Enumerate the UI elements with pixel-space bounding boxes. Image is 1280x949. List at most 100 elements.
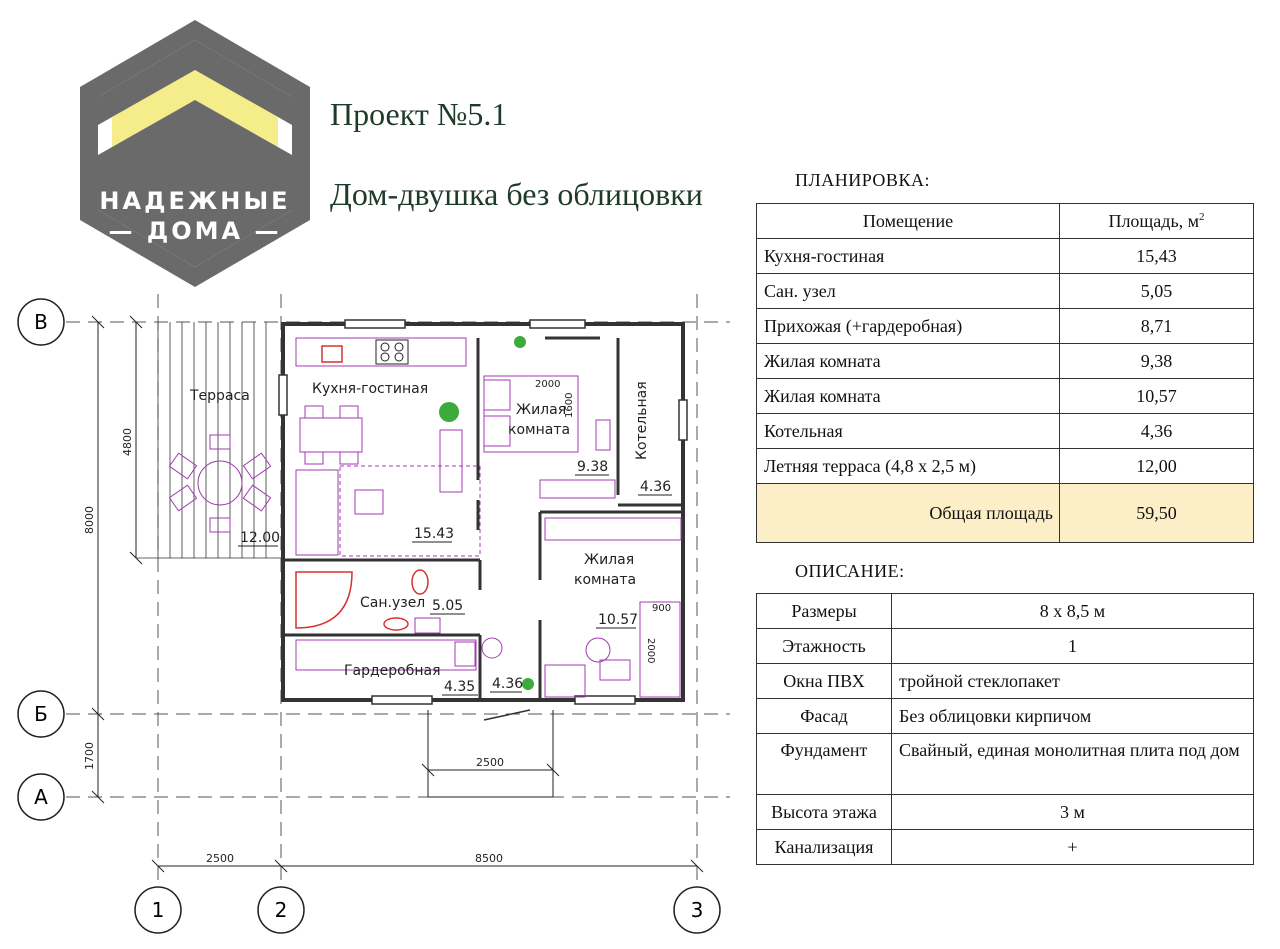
bed2-width: 900 (652, 603, 671, 614)
terrace-decking (136, 322, 281, 559)
room-bedroom2-label-1: Жилая (584, 552, 634, 568)
room-terrace-label: Терраса (189, 388, 250, 404)
plant-icon (439, 336, 534, 690)
table-row: Канализация+ (756, 829, 1254, 865)
brand-line2: — ДОМА — (108, 217, 282, 245)
dimension-lines (91, 315, 704, 873)
room-terrace-area: 12.00 (240, 530, 280, 546)
brand-line2-text: ДОМА (146, 217, 244, 245)
project-title: Проект №5.1 (330, 96, 508, 132)
sanitary (295, 345, 429, 631)
room-name: Кухня-гостиная (756, 238, 1060, 274)
room-area: 15,43 (1059, 238, 1254, 274)
room-bedroom1-label-1: Жилая (516, 402, 566, 418)
axis-label-1: 1 (152, 898, 165, 922)
total-value: 59,50 (1059, 483, 1254, 543)
room-bathroom-label: Сан.узел (360, 595, 425, 611)
room-name: Жилая комната (756, 343, 1060, 379)
bed2-length: 2000 (645, 638, 656, 663)
spec-value: Без облицовки кирпичом (891, 698, 1254, 734)
spec-key: Фундамент (756, 733, 892, 795)
room-area: 4,36 (1059, 413, 1254, 449)
room-area: 9,38 (1059, 343, 1254, 379)
header-room: Помещение (756, 203, 1060, 239)
table-row: Прихожая (+гардеробная)8,71 (756, 308, 1254, 344)
room-boiler-area: 4.36 (640, 479, 671, 495)
spec-value: 1 (891, 628, 1254, 664)
spec-key: Высота этажа (756, 794, 892, 830)
dim-4800: 4800 (121, 428, 134, 456)
spec-value: тройной стеклопакет (891, 663, 1254, 699)
header-area: Площадь, м2 (1059, 203, 1254, 239)
room-name: Жилая комната (756, 378, 1060, 414)
spec-key: Окна ПВХ (756, 663, 892, 699)
entrance-door-icon (483, 709, 531, 721)
layout-section-title: ПЛАНИРОВКА: (795, 170, 930, 190)
floor-plan: В Б А 1 2 3 4800 8000 1700 2500 8500 250… (17, 294, 730, 934)
bed1-length: 1600 (564, 393, 575, 418)
dim-8500: 8500 (475, 852, 503, 865)
room-boiler-label: Котельная (634, 381, 650, 460)
room-kitchen-area: 15.43 (414, 526, 454, 542)
spec-value: 8 х 8,5 м (891, 593, 1254, 629)
room-bedroom1-label-2: комната (508, 422, 570, 438)
project-subtitle: Дом-двушка без облицовки (330, 176, 703, 212)
axis-label-3: 3 (691, 898, 704, 922)
spec-value: + (891, 829, 1254, 865)
room-name: Прихожая (+гардеробная) (756, 308, 1060, 344)
interior-walls (283, 336, 683, 700)
spec-value: Свайный, единая монолитная плита под дом (891, 733, 1254, 795)
axis-label-b: Б (34, 702, 48, 726)
brand-line1: НАДЕЖНЫЕ (99, 187, 291, 215)
spec-value: 3 м (891, 794, 1254, 830)
header-area-label: Площадь, м (1108, 210, 1200, 231)
brand-logo: НАДЕЖНЫЕ — ДОМА — (70, 15, 320, 295)
spec-key: Канализация (756, 829, 892, 865)
hexagon-logo-icon (80, 20, 310, 287)
room-kitchen-label: Кухня-гостиная (312, 381, 428, 397)
room-labels: Терраса 12.00 Кухня-гостиная 15.43 Жилая… (189, 379, 671, 695)
table-row: Летняя терраса (4,8 х 2,5 м)12,00 (756, 448, 1254, 484)
area-underlines (238, 474, 672, 696)
description-section-title: ОПИСАНИЕ: (795, 561, 905, 581)
room-hall-area: 4.36 (492, 676, 523, 692)
dim-8000: 8000 (83, 506, 96, 534)
room-area: 5,05 (1059, 273, 1254, 309)
room-wardrobe-area: 4.35 (444, 679, 475, 695)
room-bathroom-area: 5.05 (432, 598, 463, 614)
axis-label-a: А (34, 785, 48, 809)
header-area-sup: 2 (1199, 210, 1205, 223)
room-bedroom2-area: 10.57 (598, 612, 638, 628)
axis-label-2: 2 (275, 898, 288, 922)
room-area: 10,57 (1059, 378, 1254, 414)
dimension-labels: 4800 8000 1700 2500 8500 2500 (83, 428, 504, 865)
dim-2500-bottom: 2500 (206, 852, 234, 865)
stove-icon (375, 339, 409, 365)
dim-2500-porch: 2500 (476, 756, 504, 769)
room-name: Сан. узел (756, 273, 1060, 309)
spec-key: Этажность (756, 628, 892, 664)
room-name: Летняя терраса (4,8 х 2,5 м) (756, 448, 1060, 484)
room-area: 8,71 (1059, 308, 1254, 344)
bed1-width: 2000 (535, 379, 560, 390)
dim-1700: 1700 (83, 742, 96, 770)
room-name: Котельная (756, 413, 1060, 449)
room-area: 12,00 (1059, 448, 1254, 484)
furniture (295, 337, 682, 698)
room-bedroom2-label-2: комната (574, 572, 636, 588)
spec-key: Размеры (756, 593, 892, 629)
axis-bubbles: В Б А 1 2 3 (17, 298, 721, 934)
layout-table-header: Помещение Площадь, м2 (756, 203, 1254, 239)
total-label: Общая площадь (756, 483, 1060, 543)
windows (278, 319, 688, 705)
